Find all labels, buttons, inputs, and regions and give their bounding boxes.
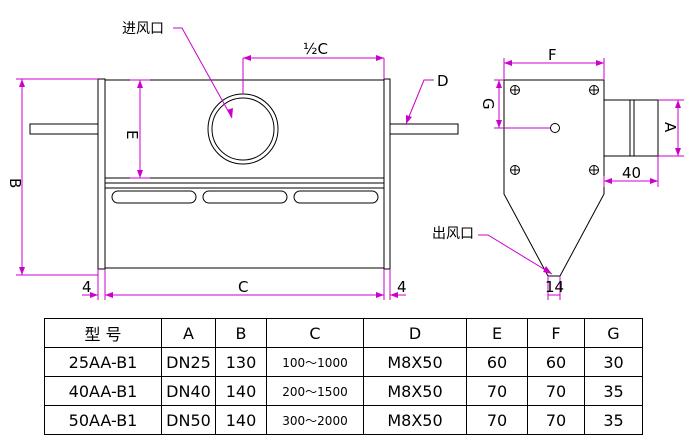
cell-a: DN40 [161,376,216,406]
spec-table: 型 号 A B C D E F G 25AA-B1 DN25 130 100～1… [44,318,643,435]
inlet-outer-circle [207,93,279,165]
cell-model: 25AA-B1 [44,347,162,377]
cell-e: 60 [466,347,528,377]
side-dimensions [478,58,684,300]
dim-40-label: 40 [622,164,641,182]
side-body [503,79,605,277]
d-label: D [437,72,449,90]
header-d: D [363,318,467,348]
f-label: F [548,46,557,64]
dim-14-label: 14 [545,278,564,296]
cell-d: M8X50 [363,347,467,377]
inlet-label: 进风口 [122,21,164,37]
cell-e: 70 [466,376,528,406]
left-shaft [29,123,99,135]
half-c-label: ½C [303,40,328,58]
left-4-label: 4 [82,278,92,296]
technical-drawing: 进风口 ½C D E B C 4 4 F G A 40 出风口 14 [6,21,684,300]
cell-g: 35 [584,376,643,406]
front-arrows [19,55,412,298]
header-a: A [161,318,216,348]
bolt-holes [510,85,599,175]
cell-d: M8X50 [363,405,467,435]
b-label: B [6,178,24,188]
cell-f: 70 [527,405,585,435]
side-pipe [603,99,659,157]
header-c: C [266,318,364,348]
table-row: 25AA-B1 DN25 130 100～1000 M8X50 60 60 30 [44,347,643,377]
slot-left [111,190,197,204]
center-hole [550,123,560,133]
side-arrows [496,60,681,274]
right-4-label: 4 [397,278,407,296]
cell-g: 35 [584,405,643,435]
table-row: 50AA-B1 DN50 140 300～2000 M8X50 70 70 35 [44,405,643,435]
e-label: E [123,130,141,139]
header-f: F [527,318,585,348]
cell-a: DN50 [161,405,216,435]
front-dimensions [16,27,434,300]
cell-g: 30 [584,347,643,377]
cell-b: 140 [215,405,267,435]
header-e: E [466,318,528,348]
cell-model: 40AA-B1 [44,376,162,406]
table-header-row: 型 号 A B C D E F G [44,318,643,348]
cell-c: 100～1000 [266,347,364,377]
cell-model: 50AA-B1 [44,405,162,435]
header-model: 型 号 [44,318,162,348]
g-label: G [479,98,497,110]
c-label: C [238,278,248,296]
cell-c: 200～1500 [266,376,364,406]
slot-middle [202,190,288,204]
cell-c: 300～2000 [266,405,364,435]
cell-b: 140 [215,376,267,406]
cell-a: DN25 [161,347,216,377]
inlet-inner-circle [211,97,275,161]
cell-d: M8X50 [363,376,467,406]
outlet-label: 出风口 [432,226,474,242]
cell-f: 60 [527,347,585,377]
cell-b: 130 [215,347,267,377]
left-end-plate [97,78,106,270]
a-label: A [661,122,679,133]
front-view [29,78,459,270]
right-end-plate [383,78,391,270]
header-g: G [584,318,643,348]
table-row: 40AA-B1 DN40 140 200～1500 M8X50 70 70 35 [44,376,643,406]
cell-f: 70 [527,376,585,406]
right-shaft [389,123,459,135]
cell-e: 70 [466,405,528,435]
slot-right [293,190,379,204]
header-b: B [215,318,267,348]
